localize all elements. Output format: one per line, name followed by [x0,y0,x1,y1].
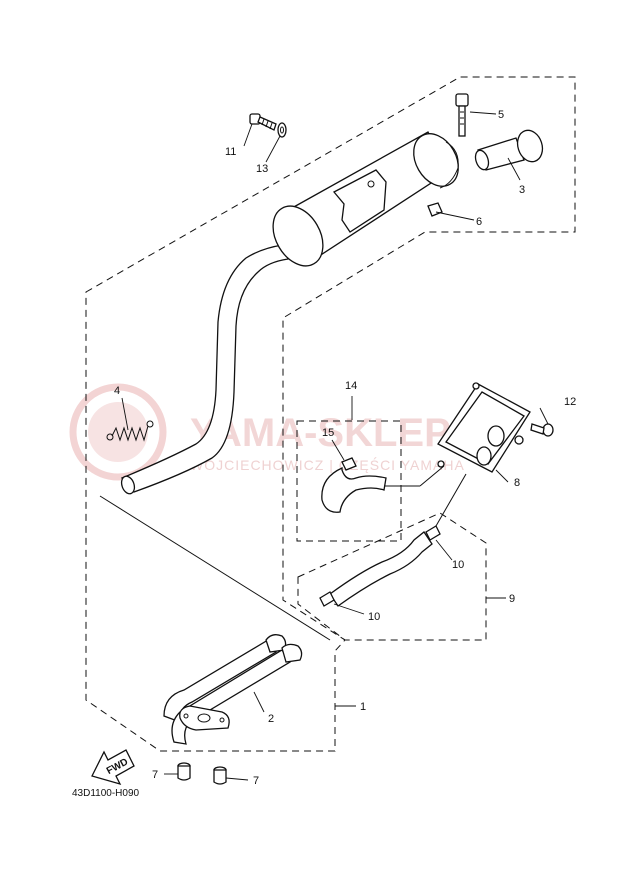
muffler-assembly-outline [85,76,576,752]
bolt-11 [249,113,277,131]
callout-5: 5 [498,109,504,121]
callout-12: 12 [564,396,576,408]
connection-lines [99,465,467,641]
screw-12 [530,423,554,437]
callout-7-left: 7 [152,769,158,781]
plug-7-right [213,766,227,785]
clamp-10-lower [319,591,335,607]
callout-14: 14 [345,380,357,392]
callout-3: 3 [519,184,525,196]
nut-6 [427,202,443,217]
plug-7-left [177,762,191,781]
callout-6: 6 [476,216,482,228]
callout-1: 1 [360,701,366,713]
fwd-arrow-icon: FWD [91,749,135,786]
air-pipe-2 [163,634,303,745]
callout-11: 11 [225,146,236,158]
hose-9 [329,531,433,607]
clamp-hose-15 [341,457,357,471]
spring-4 [106,420,154,442]
bolt-5 [455,93,469,137]
callout-10-lower: 10 [368,611,380,623]
hose-group-14-outline [296,420,402,542]
watermark-tagline: WOJCIECHOWICZ | CZĘŚCI YAMAHA [190,456,465,473]
callout-10-upper: 10 [452,559,464,571]
air-induction-outline [297,512,487,641]
assembly-outlines [85,76,576,752]
watermark: YAMA-SKLEP.pl WOJCIECHOWICZ | CZĘŚCI YAM… [69,383,492,481]
callout-9: 9 [509,593,515,605]
callout-labels: 5 3 6 11 13 4 14 15 12 8 10 9 10 1 2 7 7 [114,109,576,787]
callout-15: 15 [322,427,334,439]
watermark-brand: YAMA-SKLEP.pl [190,411,492,455]
muffler [120,129,544,495]
callout-2: 2 [268,713,274,725]
leader-lines [121,111,549,781]
air-induction-valve [437,382,531,473]
callout-4: 4 [114,385,120,397]
callout-13: 13 [256,163,268,175]
callout-7-right: 7 [253,775,259,787]
clamp-10-upper [425,525,441,541]
callout-8: 8 [514,477,520,489]
washer-13 [277,122,287,138]
catalog-code: 43D1100-H090 [72,788,140,799]
hose-15 [321,466,387,513]
